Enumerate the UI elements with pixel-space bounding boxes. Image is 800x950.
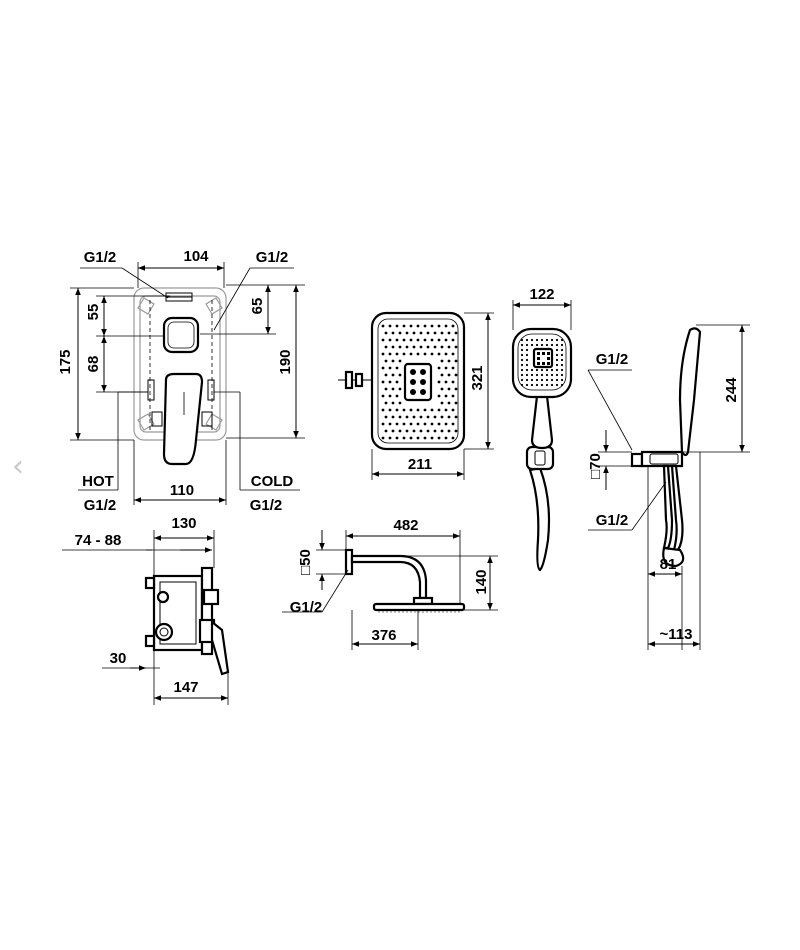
hand-shower-view: 122 — [511, 286, 573, 572]
mixer-side-view: 74 - 88 130 30 147 — [62, 515, 230, 705]
label-55: 55 — [85, 304, 102, 321]
shower-arm-view: □50 482 140 G1/2 376 — [282, 517, 498, 650]
label-68: 68 — [85, 356, 102, 373]
label-outlet-thread-bottom: G1/2 — [596, 512, 629, 529]
label-147: 147 — [173, 679, 198, 696]
label-74-88: 74 - 88 — [75, 532, 122, 549]
label-175: 175 — [57, 349, 74, 374]
label-hot-thread: G1/2 — [84, 497, 117, 514]
chevron-left-icon[interactable]: ‹ — [12, 449, 24, 484]
label-130: 130 — [171, 515, 196, 532]
label-104: 104 — [183, 248, 209, 265]
label-hot: HOT — [82, 473, 114, 490]
label-50-square: □50 — [297, 549, 314, 575]
label-376: 376 — [371, 627, 396, 644]
label-65: 65 — [249, 298, 266, 315]
label-70-square: □70 — [587, 453, 604, 479]
label-211: 211 — [408, 456, 432, 473]
label-cold: COLD — [251, 473, 294, 490]
label-outlet-thread-top: G1/2 — [596, 351, 629, 368]
label-inlet-left: G1/2 — [84, 249, 117, 266]
label-113: ~113 — [660, 626, 693, 643]
label-482: 482 — [393, 517, 418, 534]
label-140: 140 — [473, 569, 490, 594]
mixer-front-view: 104 G1/2 G1/2 55 65 175 68 190 HOT G1/2 … — [57, 248, 305, 514]
rain-shower-view: 321 211 — [338, 311, 494, 480]
label-81: 81 — [660, 556, 677, 573]
wall-outlet-view: G1/2 □70 G1/2 244 81 ~113 — [587, 324, 750, 650]
label-cold-thread: G1/2 — [250, 497, 283, 514]
label-190: 190 — [277, 349, 294, 374]
label-30: 30 — [110, 650, 127, 667]
label-arm-thread: G1/2 — [290, 599, 323, 616]
label-122: 122 — [529, 286, 554, 303]
label-110: 110 — [170, 482, 194, 499]
hand-nozzle-grid — [520, 338, 564, 387]
label-244: 244 — [723, 377, 740, 403]
label-inlet-right: G1/2 — [256, 249, 289, 266]
label-321: 321 — [469, 365, 486, 390]
nozzle-grid — [381, 324, 458, 440]
